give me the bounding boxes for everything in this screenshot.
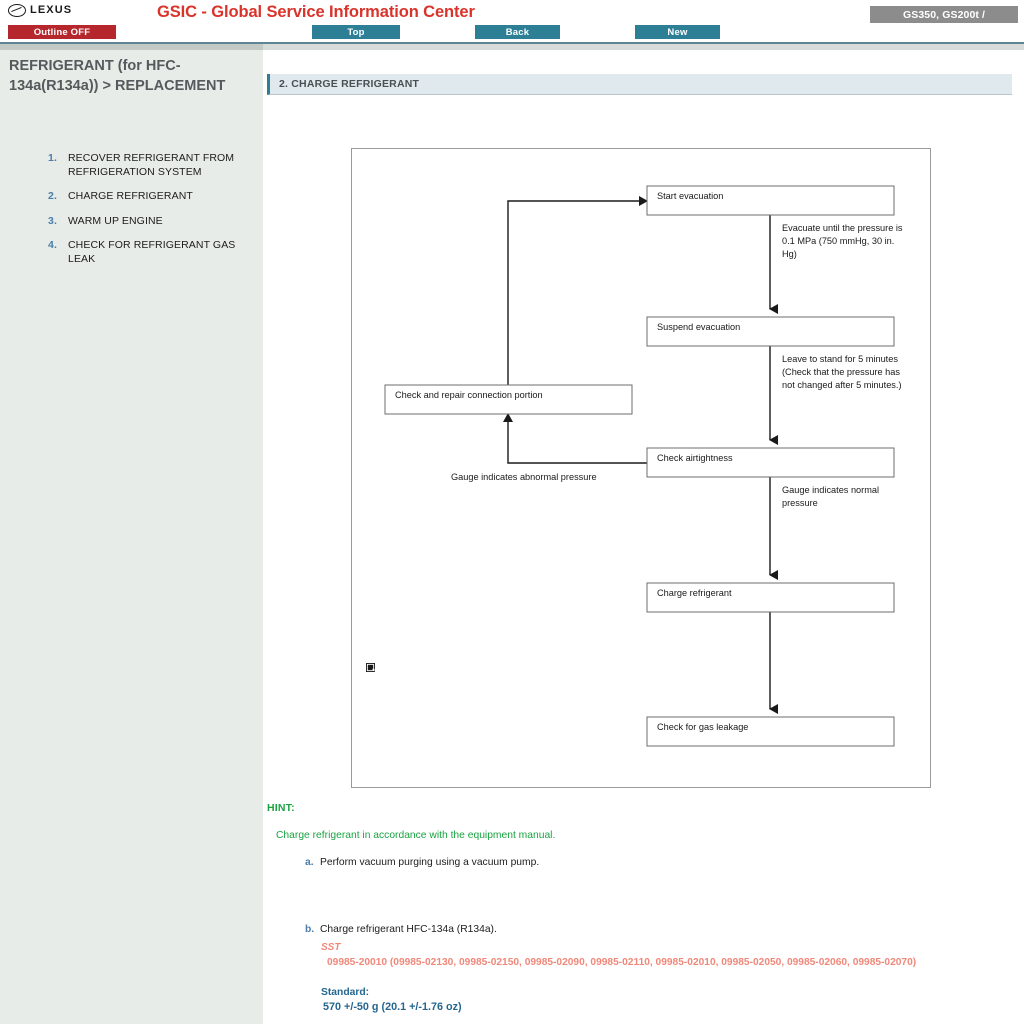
lexus-emblem-icon bbox=[8, 4, 26, 17]
lexus-logo-icon: LEXUS bbox=[8, 3, 104, 18]
sst-values: 09985-20010 (09985-02130, 09985-02150, 0… bbox=[327, 957, 917, 968]
flow-node-suspend-evacuation: Suspend evacuation bbox=[646, 316, 895, 347]
flow-node-label: Check and repair connection portion bbox=[395, 390, 543, 400]
section-header: 2. CHARGE REFRIGERANT bbox=[267, 74, 1012, 95]
sidebar-item-charge-refrigerant[interactable]: 2. CHARGE REFRIGERANT bbox=[48, 190, 258, 204]
flow-node-label: Suspend evacuation bbox=[657, 322, 740, 332]
edge-label-line: Hg) bbox=[782, 249, 797, 259]
edge-label-evacuate-until: Evacuate until the pressure is 0.1 MPa (… bbox=[782, 223, 903, 259]
standard-label: Standard: bbox=[321, 987, 370, 998]
flowchart-figure: Start evacuation Suspend evacuation Chec… bbox=[351, 148, 931, 788]
nav-button-back[interactable]: Back bbox=[475, 25, 560, 39]
nav-button-top[interactable]: Top bbox=[312, 25, 400, 39]
note-document-icon[interactable] bbox=[366, 663, 375, 672]
toc-number: 1. bbox=[48, 152, 57, 164]
flow-node-label: Charge refrigerant bbox=[657, 588, 732, 598]
section-header-title: 2. CHARGE REFRIGERANT bbox=[279, 78, 420, 90]
step-text: Perform vacuum purging using a vacuum pu… bbox=[320, 857, 540, 868]
table-of-contents: 1. RECOVER REFRIGERANT FROM REFRIGERATION… bbox=[48, 152, 258, 277]
nav-button-new[interactable]: New bbox=[635, 25, 720, 39]
flow-node-start-evacuation: Start evacuation bbox=[646, 185, 895, 216]
toc-label: RECOVER REFRIGERANT FROM REFRIGERATION S… bbox=[68, 152, 235, 178]
site-title: GSIC - Global Service Information Center bbox=[157, 3, 475, 21]
flow-node-check-and-repair: Check and repair connection portion bbox=[384, 384, 633, 415]
page-header: LEXUS GSIC - Global Service Information … bbox=[0, 0, 1024, 44]
edge-airtightness-to-repair bbox=[503, 413, 647, 464]
sidebar-item-check-gas-leak[interactable]: 4. CHECK FOR REFRIGERANT GAS LEAK bbox=[48, 239, 258, 266]
sst-label: SST bbox=[321, 942, 341, 953]
toc-label: WARM UP ENGINE bbox=[68, 214, 163, 227]
edge-label-gauge-normal: Gauge indicates normal pressure bbox=[782, 485, 879, 508]
hint-body: Charge refrigerant in accordance with th… bbox=[276, 830, 556, 841]
toc-number: 2. bbox=[48, 190, 57, 202]
edge-label-line: 0.1 MPa (750 mmHg, 30 in. bbox=[782, 236, 894, 246]
edge-repair-to-start bbox=[507, 196, 648, 385]
edge-label-line: Leave to stand for 5 minutes bbox=[782, 354, 898, 364]
edge-label-leave-to-stand: Leave to stand for 5 minutes (Check that… bbox=[782, 354, 902, 390]
header-divider bbox=[0, 42, 1024, 44]
step-b: b. Charge refrigerant HFC-134a (R134a). bbox=[305, 923, 995, 937]
toc-label: CHARGE REFRIGERANT bbox=[68, 190, 193, 202]
outline-toggle-button[interactable]: Outline OFF bbox=[8, 25, 116, 39]
flow-node-label: Start evacuation bbox=[657, 191, 723, 201]
flow-node-check-airtightness: Check airtightness bbox=[646, 447, 895, 478]
page-title: REFRIGERANT (for HFC-134a(R134a)) > REPL… bbox=[9, 58, 226, 94]
main-content: 2. CHARGE REFRIGERANT bbox=[263, 44, 1024, 1024]
hint-title: HINT: bbox=[267, 802, 295, 814]
flow-node-charge-refrigerant: Charge refrigerant bbox=[646, 582, 895, 613]
step-letter: a. bbox=[305, 857, 314, 868]
edge-label-line: Gauge indicates normal bbox=[782, 485, 879, 495]
step-text: Charge refrigerant HFC-134a (R134a). bbox=[320, 924, 497, 935]
model-badge: GS350, GS200t / bbox=[870, 6, 1018, 23]
sidebar: REFRIGERANT (for HFC-134a(R134a)) > REPL… bbox=[0, 44, 263, 1024]
toc-number: 4. bbox=[48, 239, 57, 251]
edge-label-line: pressure bbox=[782, 498, 818, 508]
step-letter: b. bbox=[305, 924, 315, 935]
sidebar-item-recover-refrigerant[interactable]: 1. RECOVER REFRIGERANT FROM REFRIGERATION… bbox=[48, 152, 258, 179]
edge-label-line: Evacuate until the pressure is bbox=[782, 223, 903, 233]
flow-node-check-for-gas-leakage: Check for gas leakage bbox=[646, 716, 895, 747]
lexus-wordmark: LEXUS bbox=[30, 4, 73, 16]
edge-label-gauge-abnormal: Gauge indicates abnormal pressure bbox=[451, 472, 597, 482]
edge-label-line: (Check that the pressure has bbox=[782, 367, 900, 377]
flowchart-svg: Start evacuation Suspend evacuation Chec… bbox=[384, 185, 903, 747]
flow-node-label: Check airtightness bbox=[657, 453, 733, 463]
standard-value: 570 +/-50 g (20.1 +/-1.76 oz) bbox=[323, 1001, 462, 1013]
toc-label: CHECK FOR REFRIGERANT GAS LEAK bbox=[68, 239, 236, 265]
sidebar-item-warm-up-engine[interactable]: 3. WARM UP ENGINE bbox=[48, 215, 258, 229]
step-a: a. Perform vacuum purging using a vacuum … bbox=[305, 856, 995, 870]
flow-node-label: Check for gas leakage bbox=[657, 722, 748, 732]
edge-label-line: not changed after 5 minutes.) bbox=[782, 380, 902, 390]
edge-label-line: Gauge indicates abnormal pressure bbox=[451, 472, 597, 482]
toc-number: 3. bbox=[48, 214, 57, 227]
